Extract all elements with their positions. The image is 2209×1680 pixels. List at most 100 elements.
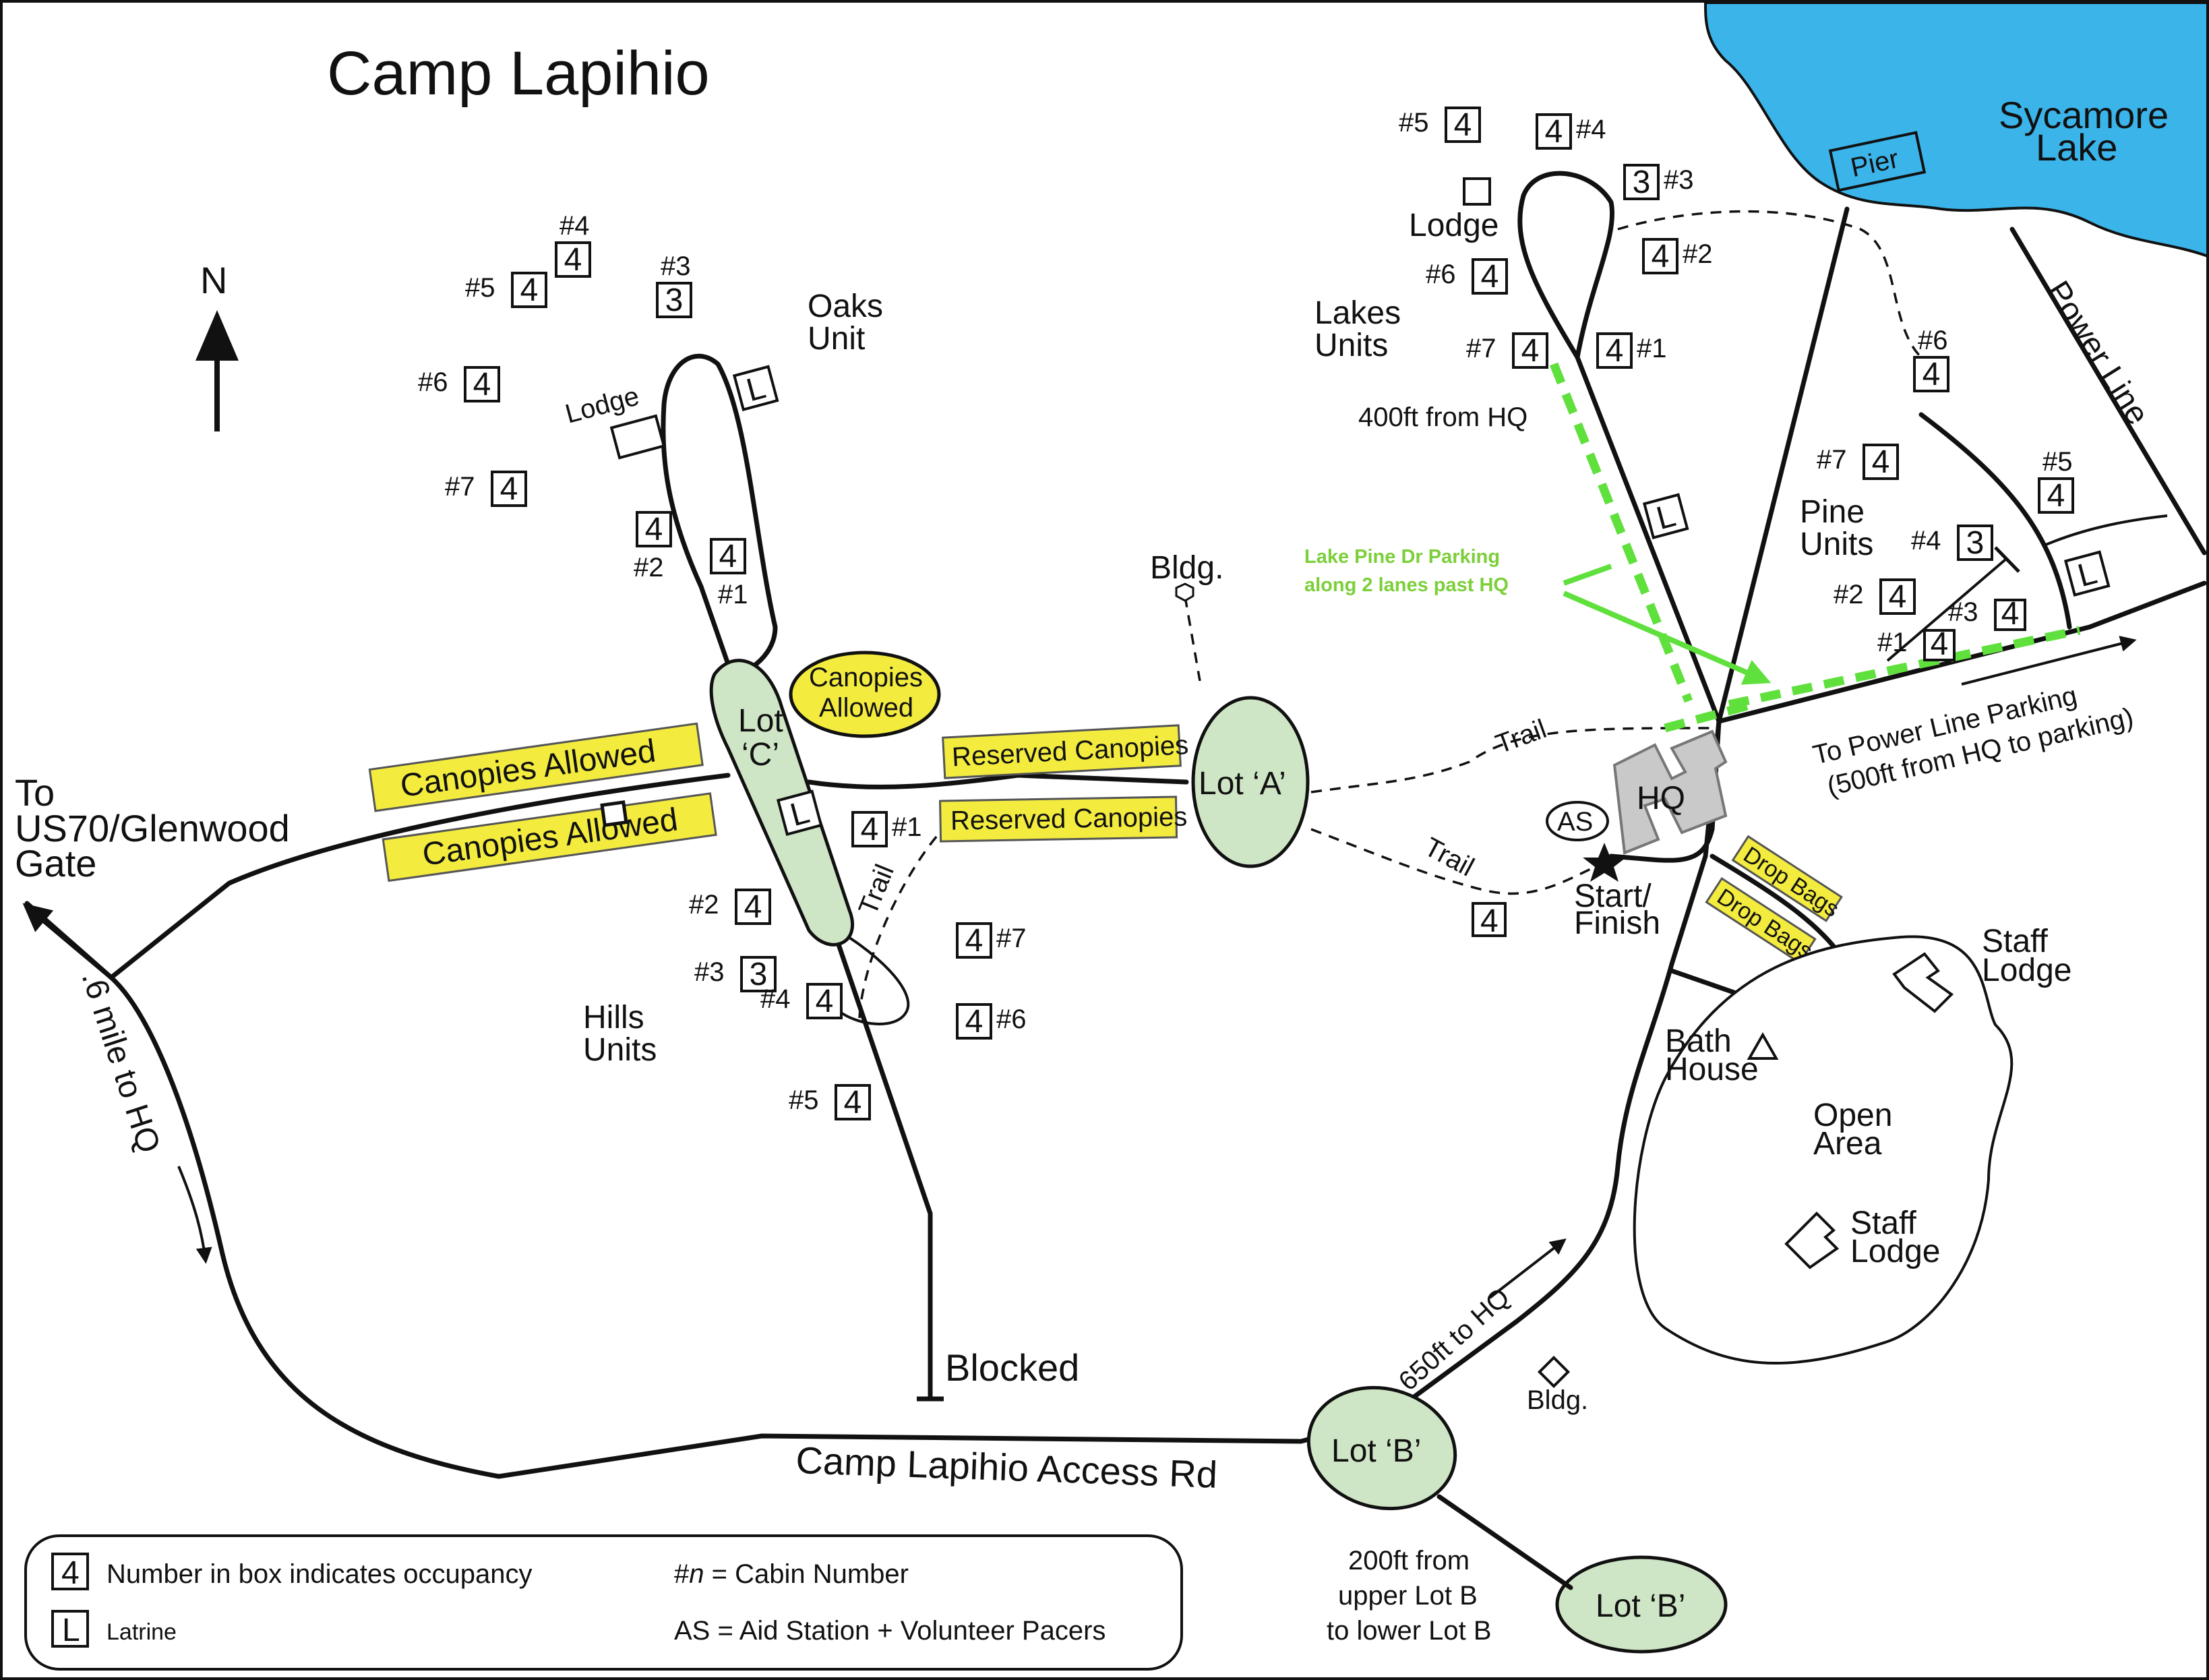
- start-finish-1: Start/: [1574, 878, 1652, 914]
- lakes-cabin-1-number: #1: [1637, 334, 1667, 363]
- lakes-unit-2: Units: [1314, 328, 1388, 363]
- start-finish-star-icon: [1583, 843, 1626, 882]
- canopies-allowed-1-text: Canopies Allowed: [398, 733, 658, 804]
- hills-cabin-5-box: [835, 1084, 871, 1120]
- lakes-cabin-6-number: #6: [1426, 260, 1456, 289]
- hills-cabin-2-occupancy: 4: [744, 889, 762, 925]
- staff-lodge-1-l1: Staff: [1982, 924, 2049, 959]
- oaks-cabin-1-occupancy: 4: [719, 539, 737, 574]
- trail-bldg: [1184, 596, 1201, 682]
- road-power-line: [2009, 227, 2207, 556]
- ft650-arrow: [1488, 1238, 1567, 1299]
- hills-cabin-2-box: [735, 889, 771, 925]
- pine-cabin-3-occupancy: 4: [2001, 596, 2020, 632]
- open-area-1: Open: [1813, 1098, 1892, 1133]
- map-title: Camp Lapihio: [327, 39, 710, 108]
- bldg-upper: Bldg.: [1150, 550, 1223, 586]
- road-to-hq: [1399, 206, 1850, 1408]
- trail-a-upper: [1310, 727, 1713, 793]
- lakes-lodge-label: Lodge: [1409, 208, 1499, 243]
- lakes-latrine-icon: L: [1642, 493, 1689, 539]
- lakes-cabin-2-occupancy: 4: [1652, 239, 1670, 274]
- oaks-cabin-5-occupancy: 4: [520, 272, 539, 308]
- pine-cabin-1-box: [1923, 629, 1956, 661]
- north-arrow-icon: N: [195, 259, 239, 431]
- road-hq-approach: [1608, 719, 1722, 863]
- lakes-cabin-4-occupancy: 4: [1545, 114, 1563, 150]
- pine-cabin-5-box: [2038, 477, 2074, 514]
- hills-unit-2: Units: [583, 1032, 657, 1068]
- bldg-lower-icon: [1537, 1355, 1571, 1389]
- lot-b-upper-label: Lot ‘B’: [1331, 1433, 1421, 1469]
- lot-c-label-1: Lot: [738, 703, 783, 739]
- legend-occ-sample: 4: [61, 1555, 80, 1591]
- lot-a[interactable]: [1191, 696, 1310, 868]
- hills-cabin-7-occupancy: 4: [965, 923, 984, 959]
- bath-house-icon: [1747, 1031, 1779, 1060]
- hills-cabin-1-number: #1: [892, 812, 922, 842]
- reserved-canopies-2-text: Reserved Canopies: [950, 802, 1188, 836]
- oaks-cabin-1-box: [710, 538, 746, 574]
- oaks-lodge-icon: [609, 414, 666, 460]
- reserved-canopies-1: Reserved Canopies: [942, 724, 1189, 779]
- legend-latrine-text: Latrine: [107, 1619, 177, 1645]
- open-area-2: Area: [1813, 1126, 1882, 1162]
- bldg-lower: Bldg.: [1527, 1385, 1588, 1415]
- canopies-allowed-2-text: Canopies Allowed: [420, 802, 679, 873]
- mile-to-hq-arrow: [177, 1166, 212, 1264]
- oaks-cabin-2-number: #2: [634, 553, 664, 582]
- lakes-cabin-2-number: #2: [1683, 239, 1713, 269]
- hills-latrine-icon: L: [776, 789, 823, 836]
- staff-lodge-1-icon: [1892, 952, 1954, 1013]
- pine-cabin-7-box: [1863, 444, 1899, 480]
- road-hills: [109, 773, 731, 980]
- oaks-cabin-3-occupancy: 3: [665, 282, 684, 318]
- lotb-dist-1: 200ft from: [1348, 1546, 1470, 1576]
- staff-lodge-2-l1: Staff: [1850, 1205, 1917, 1241]
- lakes-cabin-3-occupancy: 3: [1633, 164, 1651, 200]
- hq-building[interactable]: [1612, 729, 1728, 855]
- sycamore-lake: [1703, 1, 2209, 258]
- canopies-allowed-oval: [789, 651, 941, 738]
- blocked-label: Blocked: [945, 1346, 1079, 1389]
- lakes-cabin-7-occupancy: 4: [1521, 333, 1540, 369]
- hills-cabin-6-occupancy: 4: [965, 1004, 984, 1040]
- aid-station-label: AS: [1557, 807, 1593, 837]
- lake-pine-parking-lane-3: [1664, 700, 1754, 733]
- lakes-cabin-7-number: #7: [1466, 334, 1496, 363]
- bath-house-1: Bath: [1665, 1023, 1732, 1059]
- lot-a-label: Lot ‘A’: [1199, 766, 1286, 802]
- pine-cabin-1-occupancy: 4: [1931, 626, 1949, 662]
- pine-cabin-2-number: #2: [1834, 580, 1864, 609]
- lakes-unit-1: Lakes: [1314, 295, 1401, 331]
- lakes-cabin-3-number: #3: [1664, 165, 1694, 195]
- lake-pine-parking-lane: [1549, 362, 1693, 703]
- aid-station-badge: [1546, 801, 1609, 841]
- lakes-cabin-5-number: #5: [1399, 108, 1429, 138]
- lake-pine-parking-lane-2: [1728, 626, 2081, 709]
- open-area: [1633, 935, 2014, 1364]
- legend-occ-text: Number in box indicates occupancy: [107, 1559, 532, 1589]
- oaks-cabin-4-occupancy: 4: [564, 242, 582, 278]
- lakes-cabin-1-occupancy: 4: [1606, 333, 1624, 369]
- lot-b-upper[interactable]: [1295, 1372, 1469, 1525]
- hills-cabin-3-box: [740, 956, 777, 992]
- lakes-cabin-7-box: [1512, 332, 1548, 369]
- lakes-lodge-icon: [1463, 177, 1491, 206]
- mile-to-hq: .6 mile to HQ: [75, 967, 167, 1158]
- hills-cabin-4-box: [806, 983, 843, 1019]
- power-line-label: Power Line: [2040, 275, 2156, 431]
- legend-occ-icon: [51, 1553, 89, 1590]
- oaks-cabin-7-number: #7: [445, 472, 475, 502]
- lot-b-lower[interactable]: [1555, 1555, 1728, 1654]
- oaks-cabin-3-box: [656, 282, 692, 318]
- hq-road-marker: [600, 800, 628, 827]
- pine-cabin-4-number: #4: [1911, 526, 1941, 556]
- road-oaks-spur: [661, 353, 778, 670]
- oaks-latrine-icon: L: [732, 365, 779, 411]
- cabins-layer: 4#14#23#34#44#54#64#74#14#23#34#44#54#64…: [418, 107, 2074, 1120]
- oaks-unit-2: Unit: [808, 321, 865, 357]
- power-parking-arrow: [1961, 636, 2137, 686]
